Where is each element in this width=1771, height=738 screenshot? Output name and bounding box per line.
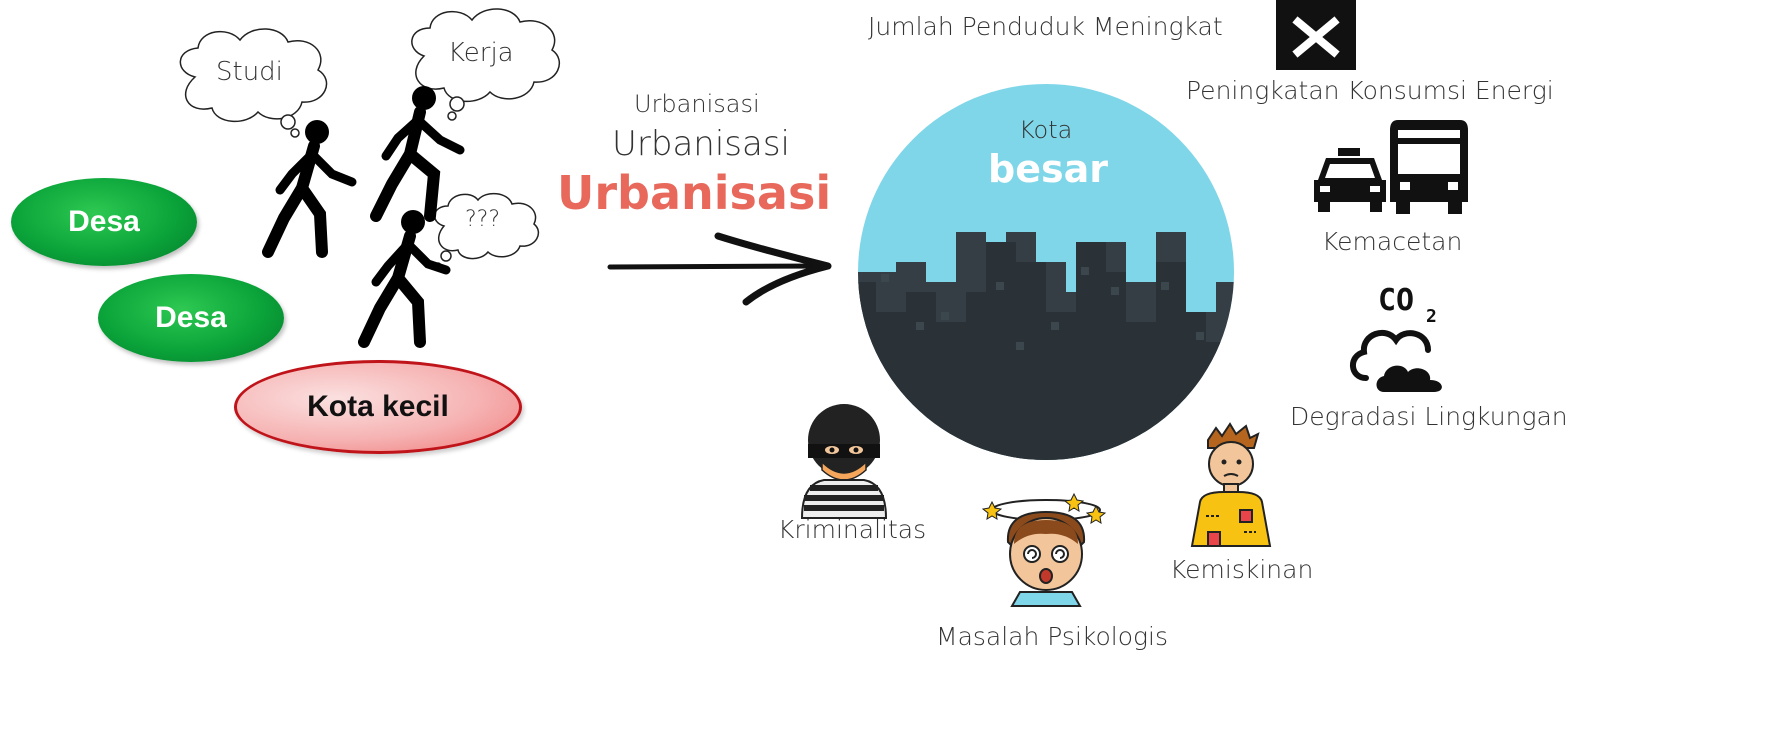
co2-cloud-icon: CO 2 bbox=[1350, 283, 1442, 392]
urbanisasi-large-label: Urbanisasi bbox=[557, 166, 832, 220]
walking-person-icon bbox=[262, 120, 357, 258]
urbanisasi-small-label: Urbanisasi bbox=[634, 90, 760, 118]
svg-text:2: 2 bbox=[1426, 306, 1437, 327]
dizzy-person-icon bbox=[981, 492, 1107, 607]
svg-text:CO: CO bbox=[1378, 283, 1414, 318]
close-icon bbox=[1276, 0, 1356, 70]
city-title-large: besar bbox=[988, 147, 1108, 191]
impact-energy-label: Peningkatan Konsumsi Energi bbox=[1186, 76, 1554, 105]
arrow-right-icon bbox=[607, 232, 832, 306]
desa-ellipse-2: Desa bbox=[98, 274, 284, 362]
walking-person-icon bbox=[358, 210, 451, 348]
thought-cloud-work-icon bbox=[411, 8, 561, 121]
impact-environment-label: Degradasi Lingkungan bbox=[1290, 402, 1568, 431]
impact-traffic-label: Kemacetan bbox=[1322, 227, 1463, 256]
kota-kecil-ellipse: Kota kecil bbox=[234, 360, 522, 454]
thought-work-label: Kerja bbox=[448, 38, 514, 68]
city-title-small: Kota bbox=[1019, 116, 1073, 144]
taxi-icon bbox=[1314, 148, 1386, 212]
city-skyline-icon bbox=[858, 84, 1234, 460]
urbanisasi-medium-label: Urbanisasi bbox=[612, 124, 790, 164]
thought-unknown-label: ??? bbox=[465, 207, 501, 232]
desa-label-2: Desa bbox=[155, 301, 227, 334]
impact-crime-label: Kriminalitas bbox=[778, 515, 927, 544]
thought-cloud-study-icon bbox=[179, 28, 328, 138]
thought-study-label: Studi bbox=[216, 57, 283, 87]
kota-kecil-label: Kota kecil bbox=[307, 390, 449, 423]
desa-ellipse-1: Desa bbox=[11, 178, 197, 266]
desa-label-1: Desa bbox=[68, 205, 140, 238]
impact-psychology-label: Masalah Psikologis bbox=[936, 622, 1168, 651]
thief-icon bbox=[800, 404, 888, 519]
impact-poverty-label: Kemiskinan bbox=[1170, 555, 1314, 584]
poor-person-icon bbox=[1190, 422, 1272, 547]
bus-icon bbox=[1390, 120, 1468, 214]
walking-person-icon bbox=[370, 86, 465, 222]
impact-population-label: Jumlah Penduduk Meningkat bbox=[868, 12, 1223, 41]
